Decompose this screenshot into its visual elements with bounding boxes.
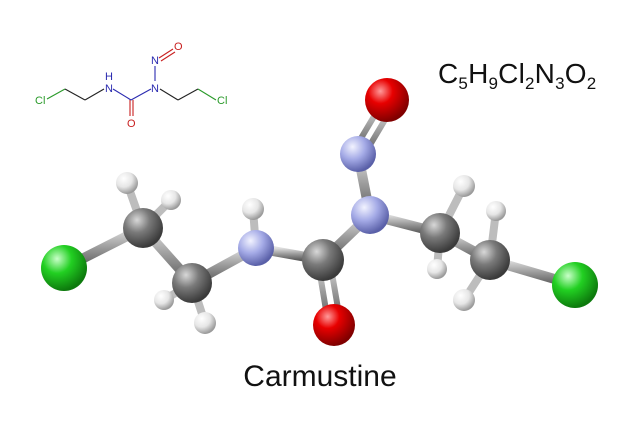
formula-element: N: [534, 58, 556, 89]
formula-element: O: [564, 58, 587, 89]
ball-and-stick-atoms: [41, 78, 598, 346]
label-n-center: N: [151, 83, 159, 95]
formula-count: 2: [586, 74, 597, 93]
bond-c4-c5: [177, 88, 199, 101]
molecular-formula: C5H9Cl2N3O2: [438, 58, 597, 93]
formula-count: 9: [488, 74, 499, 93]
formula-element: C: [438, 58, 459, 89]
label-o-nitroso: O: [174, 41, 183, 53]
atom-c-carbonyl: [302, 239, 344, 281]
label-nh-h: H: [105, 71, 113, 83]
label-n-nitroso: N: [151, 55, 159, 67]
formula-count: 2: [525, 74, 535, 93]
atom-h: [154, 290, 174, 310]
label-cl-right: Cl: [217, 95, 227, 107]
formula-count: 5: [458, 74, 469, 93]
atom-n-amide: [238, 230, 274, 266]
bond-cl-c1: [46, 88, 66, 100]
atom-h: [194, 312, 216, 334]
bond-c2-n: [84, 88, 105, 101]
bond-n3-o-a: [158, 48, 174, 59]
label-o-carbonyl: O: [127, 118, 136, 130]
atom-c5: [470, 240, 510, 280]
atom-c4: [420, 213, 460, 253]
atom-h: [427, 259, 447, 279]
atom-c2: [172, 263, 212, 303]
formula-count: 3: [555, 74, 565, 93]
atom-c1: [123, 208, 163, 248]
atom-o-nitroso: [365, 78, 409, 122]
atom-h: [161, 190, 181, 210]
label-cl-left: Cl: [35, 95, 45, 107]
label-nh-n: N: [105, 83, 113, 95]
atom-cl-right: [552, 262, 598, 308]
bond-n-c3: [112, 88, 132, 101]
atom-h: [242, 198, 264, 220]
molecule-name: Carmustine: [243, 360, 397, 393]
atom-h: [453, 289, 475, 311]
formula-element: H: [468, 58, 489, 89]
skeletal-labels: Cl H N N N O O Cl: [35, 41, 227, 130]
atom-h: [486, 201, 506, 221]
formula-element: Cl: [498, 58, 525, 89]
atom-n-center: [351, 196, 389, 234]
atom-o-carbonyl: [313, 304, 355, 346]
bond-n2-c4: [159, 88, 179, 101]
atom-h: [116, 172, 138, 194]
skeletal-formula: [46, 48, 217, 116]
bond-n3-o-b: [160, 51, 176, 62]
atom-h: [453, 175, 475, 197]
bond-c5-cl: [197, 88, 217, 101]
bond-c3-n2: [130, 88, 152, 101]
atom-cl-left: [41, 245, 87, 291]
atom-n-nitroso: [340, 136, 376, 172]
bond-c1-c2: [64, 88, 86, 101]
